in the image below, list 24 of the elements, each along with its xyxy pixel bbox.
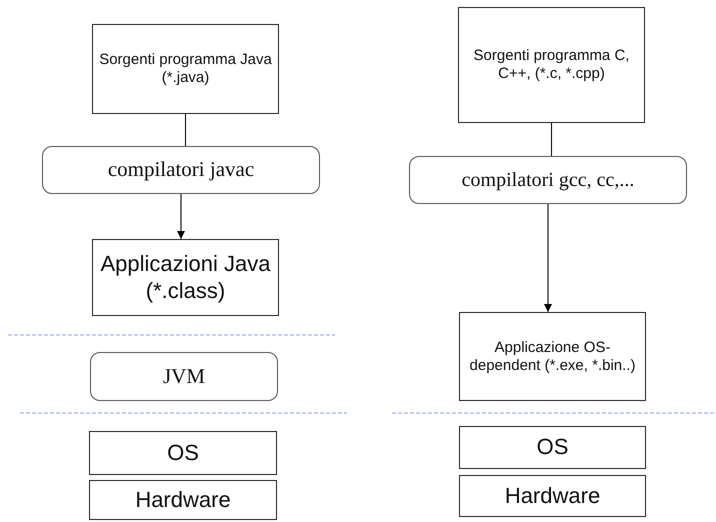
process-box [92, 24, 279, 114]
box-label: JVM [162, 364, 205, 390]
process-box [89, 480, 277, 520]
process-box [459, 312, 646, 401]
box-label: OS [536, 434, 568, 461]
box-label: compilatori javac [108, 157, 254, 183]
box-label: Applicazioni Java (*.class) [100, 251, 272, 304]
box-label: Hardware [135, 486, 231, 514]
process-box [89, 431, 277, 475]
rounded-box [409, 156, 687, 204]
box-label: OS [167, 440, 199, 466]
box-label: Sorgenti programma C, C++, (*.c, *.cpp) [472, 47, 630, 83]
process-box [459, 475, 646, 517]
rounded-box [90, 352, 278, 401]
rounded-box [42, 146, 320, 194]
box-label: compilatori gcc, cc,... [462, 168, 634, 192]
process-box [459, 426, 646, 469]
process-box [92, 239, 279, 316]
process-box [458, 7, 645, 123]
arrow [544, 204, 552, 312]
box-label: Hardware [504, 482, 600, 510]
arrow [177, 194, 185, 240]
box-label: Applicazione OS-dependent (*.exe, *.bin..) [468, 338, 636, 374]
box-label: Sorgenti programma Java (*.java) [99, 51, 272, 87]
